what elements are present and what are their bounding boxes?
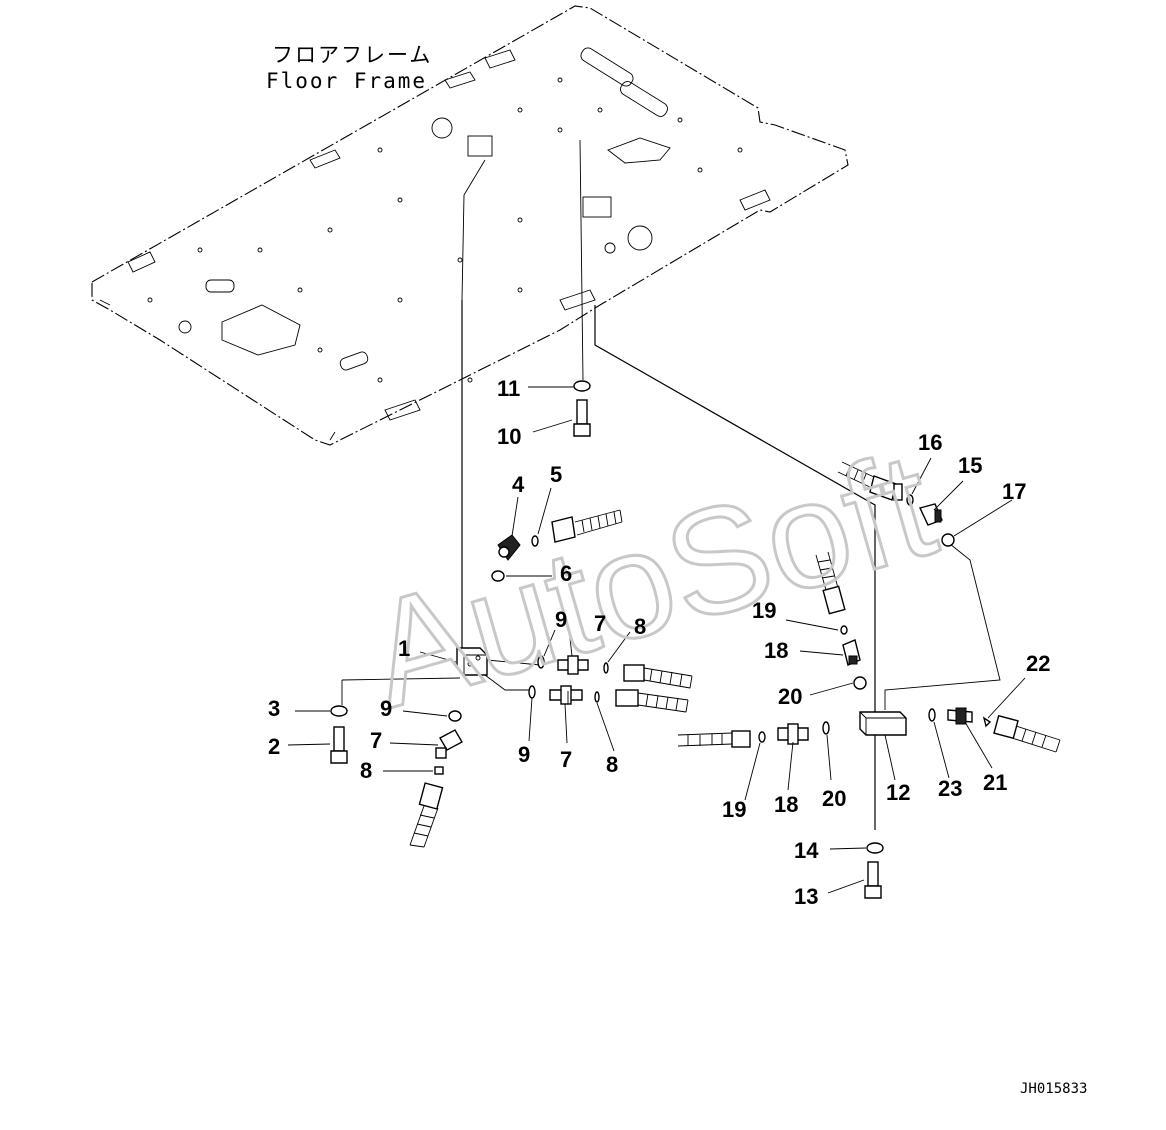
hose-right-vertical: [815, 551, 846, 615]
elbow-fitting-part-4: [497, 534, 521, 561]
callout-2: 2: [268, 734, 280, 759]
callout-12: 12: [886, 780, 910, 805]
floor-frame-outline: [91, 5, 849, 446]
hose-center-lower: [677, 730, 751, 748]
callout-4: 4: [512, 472, 525, 497]
callout-22: 22: [1026, 651, 1050, 676]
callout-14: 14: [794, 838, 819, 863]
hose-routing-lines: [341, 139, 1001, 830]
bolt-part-10: [573, 399, 591, 437]
callout-8-lower: 8: [606, 752, 618, 777]
elbow-fitting-part-15: [919, 503, 943, 526]
hose-right-lower: [993, 714, 1061, 753]
o-ring-part-19-upper: [840, 625, 848, 635]
hose-upper-right: [837, 461, 903, 501]
callout-16: 16: [918, 430, 942, 455]
callout-9-lower: 9: [518, 742, 530, 767]
washer-part-3: [330, 705, 348, 717]
callout-7-lower: 7: [560, 747, 572, 772]
callout-5: 5: [550, 462, 562, 487]
callout-17: 17: [1002, 479, 1026, 504]
callout-9-left: 9: [380, 696, 392, 721]
bolt-part-13: [864, 861, 882, 899]
o-ring-part-16: [906, 494, 914, 506]
connector-part-7-left: [435, 729, 463, 759]
o-ring-part-6: [491, 570, 505, 582]
callout-10: 10: [497, 424, 521, 449]
o-ring-part-22: [982, 716, 992, 728]
watermark-text: AutoSoft: [351, 419, 950, 739]
o-ring-part-5: [531, 535, 539, 547]
bolt-part-2: [330, 726, 348, 764]
connector-part-7-upper: [557, 655, 589, 675]
callout-9-upper: 9: [555, 607, 567, 632]
callout-13: 13: [794, 884, 818, 909]
hose-upper-left: [551, 509, 623, 543]
callout-11: 11: [497, 376, 520, 401]
o-ring-part-9-left: [448, 710, 462, 722]
connector-part-18-lower: [777, 723, 809, 745]
callout-1: 1: [398, 636, 410, 661]
callout-3: 3: [268, 696, 280, 721]
o-ring-part-23: [928, 708, 936, 722]
callout-20-lower: 20: [822, 786, 846, 811]
callout-7-left: 7: [370, 728, 382, 753]
connector-part-18-upper: [842, 639, 861, 666]
callout-19-lower: 19: [722, 797, 746, 822]
callout-20-upper: 20: [778, 684, 802, 709]
hose-mid-lower: [615, 689, 689, 713]
frame-label-japanese: フロアフレーム: [272, 43, 432, 67]
callout-23: 23: [938, 776, 962, 801]
callout-21: 21: [983, 770, 1007, 795]
o-ring-part-8-upper: [603, 662, 609, 674]
hose-lower-left: [409, 782, 444, 848]
callout-8-upper: 8: [634, 614, 646, 639]
o-ring-part-19-lower: [758, 731, 766, 743]
callout-labels: 11 10 4 5 6 1 9 7 8 3 9 2 7 8 9 7 8 16 1…: [268, 376, 1050, 909]
o-ring-part-9-upper: [537, 655, 545, 669]
o-ring-part-8-lower: [594, 691, 600, 703]
callout-6: 6: [560, 561, 572, 586]
junction-block-part-1: [456, 647, 488, 676]
connector-part-7-lower: [549, 685, 583, 705]
callout-19-upper: 19: [752, 598, 776, 623]
callout-7-upper: 7: [594, 611, 606, 636]
callout-15: 15: [958, 453, 982, 478]
callout-8-left: 8: [360, 758, 372, 783]
leader-lines: [287, 386, 1026, 894]
cap-part-17: [941, 533, 955, 547]
washer-part-14: [866, 842, 884, 854]
o-ring-part-20-upper: [853, 676, 867, 690]
o-ring-part-8-left: [434, 766, 444, 775]
connector-part-21: [947, 707, 973, 725]
junction-block-part-12: [859, 711, 907, 736]
o-ring-part-20-lower: [822, 721, 830, 735]
frame-label-english: Floor Frame: [266, 69, 427, 93]
callout-18-upper: 18: [764, 638, 788, 663]
callout-18-lower: 18: [774, 792, 798, 817]
washer-part-11: [573, 380, 591, 392]
hose-mid-upper: [623, 664, 693, 689]
drawing-id: JH015833: [1020, 1081, 1087, 1097]
